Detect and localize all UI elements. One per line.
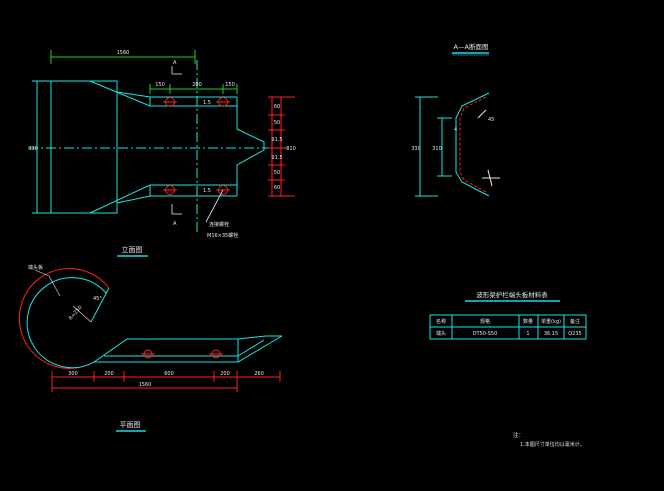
plan-dim-seg-5: 260	[254, 371, 264, 377]
plan-label-terminal: 端头板	[28, 264, 43, 271]
section-profile-outer	[455, 92, 490, 197]
front-body-outline	[89, 80, 265, 214]
table-cell: Q235	[568, 331, 581, 337]
table-header-cell: 规格	[480, 318, 490, 325]
front-dim-hole-c: 150	[225, 82, 235, 88]
section-mark-bottom: A	[173, 221, 177, 227]
section-dim-inner-label: 310	[432, 146, 442, 152]
plan-dim-seg-3: 600	[164, 371, 174, 377]
front-dim-right: 310	[286, 146, 296, 152]
material-table-group: 波形梁护栏端头板材料表 名称 规格 数量 单重(kg) 备注 端头 DT50-S…	[429, 290, 587, 340]
table-header-cell: 数量	[523, 318, 533, 325]
front-inner-line	[116, 91, 151, 98]
section-dim-outer-label: 330	[411, 146, 421, 152]
table-header-cell: 名称	[436, 318, 446, 325]
front-dim-seg-3: 91.5	[271, 137, 282, 143]
plan-dim-total-label: 1560	[139, 382, 152, 388]
front-holes	[163, 97, 230, 195]
plan-holes	[141, 349, 223, 359]
notes-line: 1.本图尺寸单位均以毫米计。	[520, 441, 585, 448]
front-view-title: 立面图	[122, 245, 143, 254]
front-dim-seg-1: 60	[274, 104, 280, 110]
front-dimensions	[32, 50, 238, 214]
table-cell: 36.15	[544, 331, 558, 337]
front-dim-left: 330	[28, 146, 38, 152]
section-title-group: A—A断面图	[452, 42, 489, 56]
front-inner-line	[116, 195, 151, 204]
plan-dimensions	[51, 371, 281, 392]
table-row: 端头 DT50-S50 1 36.15 Q235	[436, 330, 582, 337]
front-view	[28, 60, 288, 232]
table-cell: DT50-S50	[473, 331, 498, 337]
section-view-title: A—A断面图	[454, 42, 489, 51]
plan-view-title: 平面图	[120, 421, 141, 429]
front-leaders	[171, 66, 224, 223]
front-dim-hole-a: 150	[155, 82, 165, 88]
front-dim-hole-b: 200	[192, 82, 202, 88]
section-dim-thickness-label: 4	[454, 127, 457, 133]
front-title-group: 立面图	[117, 245, 148, 257]
material-table-header: 名称 规格 数量 单重(kg) 备注	[436, 318, 580, 325]
plan-radius-line	[90, 287, 110, 323]
section-view	[415, 92, 500, 197]
front-dim-top-label: 1560	[117, 50, 130, 56]
leader-line	[205, 189, 224, 223]
plan-angle-label: 45°	[93, 296, 102, 302]
section-mark-top: A	[173, 60, 177, 66]
front-dim-seg-6: 60	[274, 185, 280, 191]
table-header-cell: 备注	[570, 318, 580, 325]
plan-dim-seg-1: 300	[68, 371, 78, 377]
table-cell: 1	[526, 331, 529, 337]
plan-rail-edge	[237, 339, 265, 357]
plan-view	[18, 268, 283, 369]
plan-label-leader	[48, 275, 61, 297]
front-leader-label-2: M16×35螺栓	[207, 232, 238, 239]
material-table-grid	[429, 314, 587, 340]
front-dim-seg-4: 91.5	[271, 155, 282, 161]
section-profile-inner	[459, 96, 487, 193]
plan-label-leader	[34, 269, 50, 277]
front-leader-label-1: 连接螺栓	[209, 221, 229, 228]
table-cell: 端头	[436, 330, 446, 337]
plan-terminal-curve-inner	[26, 277, 107, 369]
section-leader	[477, 109, 487, 119]
plan-dim-seg-4: 200	[220, 371, 230, 377]
plan-title-group: 平面图	[116, 421, 146, 432]
plan-terminal-curve	[18, 268, 110, 369]
material-table-title: 波形梁护栏端头板材料表	[476, 290, 548, 299]
section-dim-lip-label: 45	[488, 117, 494, 123]
front-dim-seg-2: 50	[274, 120, 280, 126]
front-dim-seg-5: 50	[274, 170, 280, 176]
notes: 注： 1.本图尺寸单位均以毫米计。	[513, 431, 585, 448]
plan-dim-seg-2: 200	[104, 371, 114, 377]
front-right-dimensions	[268, 96, 295, 197]
front-hole-spacing-a: 1.5	[203, 100, 211, 106]
plan-radius-line	[72, 305, 92, 323]
front-hole-spacing-b: 1.5	[203, 188, 211, 194]
notes-heading: 注：	[513, 431, 524, 439]
front-panel-outline	[50, 80, 118, 214]
table-header-cell: 单重(kg)	[541, 318, 561, 325]
